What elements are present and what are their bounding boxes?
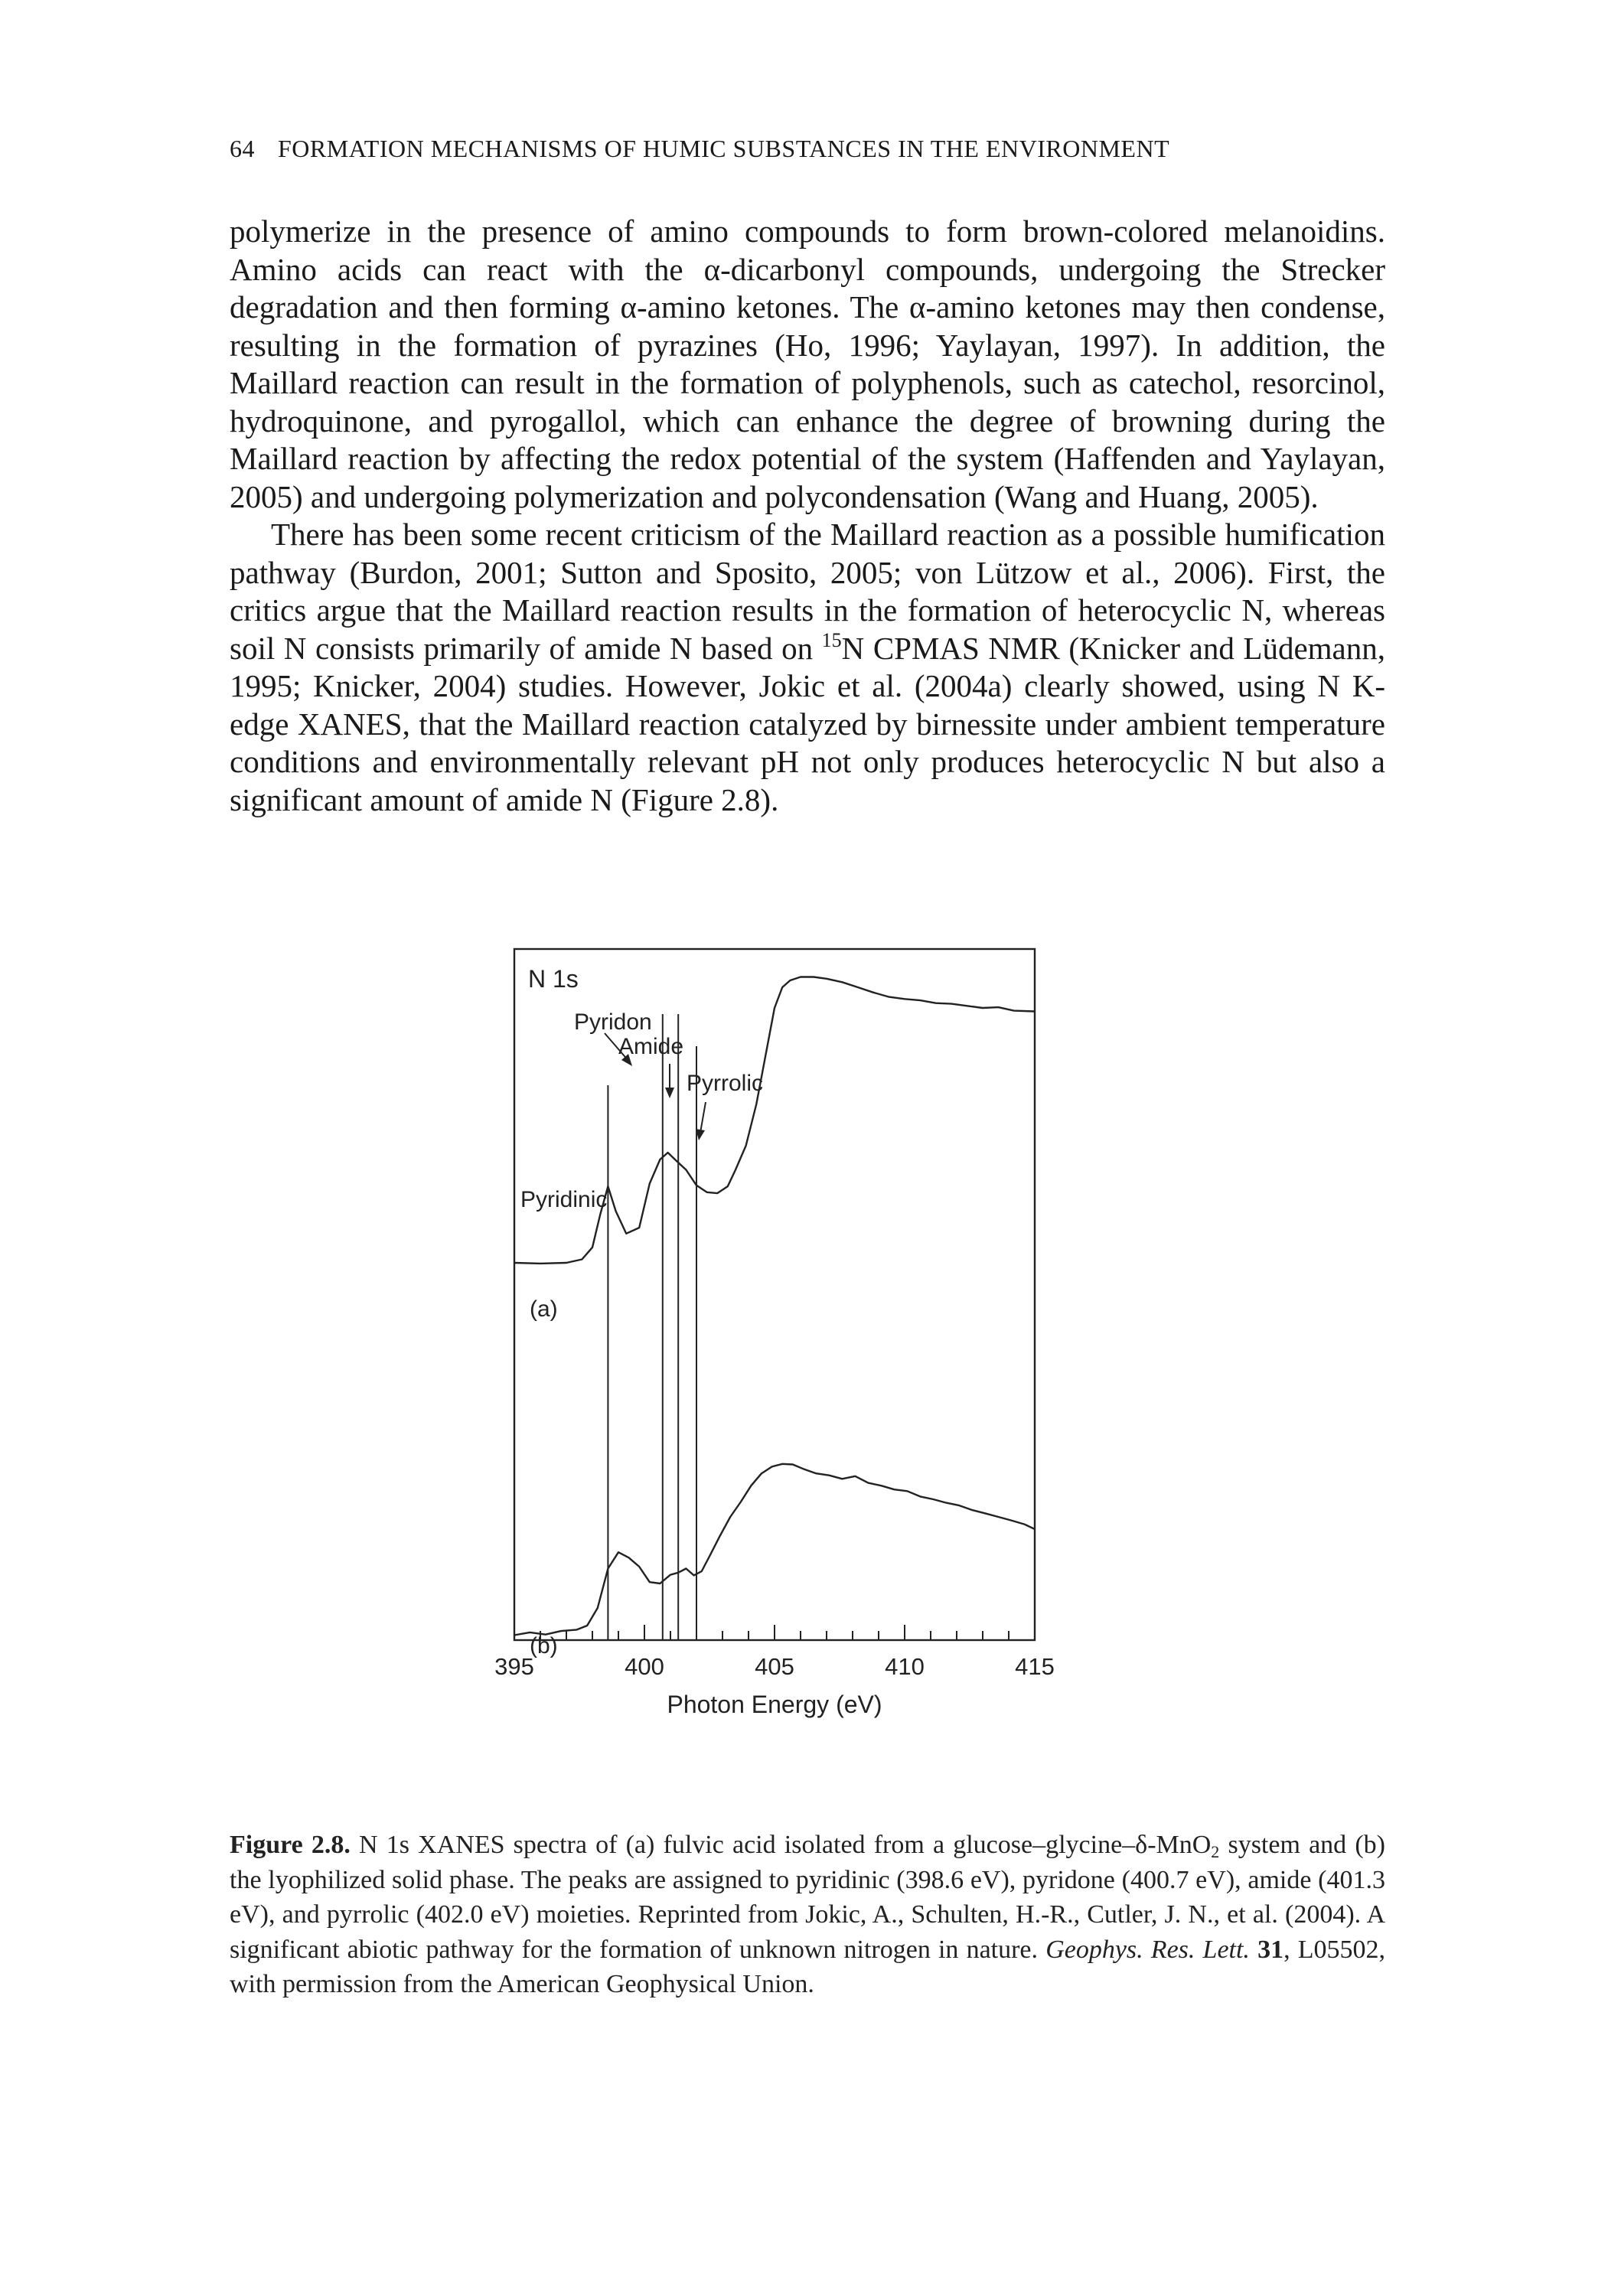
x-tick-label: 410 xyxy=(885,1653,925,1680)
paragraph-2-part-a: There has been some recent criticism of … xyxy=(230,517,1385,666)
isotope-superscript: 15 xyxy=(821,628,842,651)
x-axis-label: Photon Energy (eV) xyxy=(667,1691,882,1718)
running-title: FORMATION MECHANISMS OF HUMIC SUBSTANCES… xyxy=(278,135,1170,162)
paragraph-1: polymerize in the presence of amino comp… xyxy=(230,214,1385,514)
plot-frame xyxy=(513,947,1036,1642)
x-tick-label: 400 xyxy=(625,1653,664,1680)
x-tick-label: 415 xyxy=(1015,1653,1055,1680)
paragraph-2: There has been some recent criticism of … xyxy=(230,516,1385,819)
spectrum-a xyxy=(514,976,1036,1265)
page-number: 64 xyxy=(230,135,255,162)
caption-text-c: , L05502, with permission from the Ameri… xyxy=(230,1935,1386,1999)
caption-subscript: 2 xyxy=(1211,1842,1220,1861)
arrow-amide-head xyxy=(665,1088,674,1098)
caption-journal: Geophys. Res. Lett. xyxy=(1045,1935,1250,1964)
caption-label: Figure 2.8. xyxy=(230,1831,351,1859)
spectrum-b xyxy=(514,1463,1036,1636)
figure-caption: Figure 2.8. N 1s XANES spectra of (a) fu… xyxy=(230,1828,1385,2002)
arrow-pyrrolic-head xyxy=(696,1129,705,1140)
caption-text-a: N 1s XANES spectra of (a) fulvic acid is… xyxy=(350,1831,1212,1859)
body-text: polymerize in the presence of amino comp… xyxy=(230,213,1385,819)
series-label-b: (b) xyxy=(530,1633,558,1658)
x-tick-label: 395 xyxy=(494,1653,534,1680)
running-head: 64 FORMATION MECHANISMS OF HUMIC SUBSTANC… xyxy=(230,135,1385,163)
arrow-pyridon-head xyxy=(621,1054,632,1066)
caption-volume: 31 xyxy=(1257,1935,1284,1964)
arrow-pyrrolic-shaft xyxy=(700,1101,706,1133)
annotation-pyridon: Pyridon xyxy=(574,1009,652,1035)
arrow-pyridon-shaft xyxy=(604,1032,630,1062)
annotation-pyridinic: Pyridinic xyxy=(520,1187,607,1212)
caption-text-b: system and (b) the lyophilized solid pha… xyxy=(230,1831,1385,1964)
annotation-amide: Amide xyxy=(618,1034,683,1059)
paragraph-2-part-b: N CPMAS NMR (Knicker and Lüdemann, 1995;… xyxy=(230,630,1385,817)
chart-title: N 1s xyxy=(528,965,579,993)
series-label-a: (a) xyxy=(530,1296,558,1322)
annotation-pyrrolic: Pyrrolic xyxy=(687,1071,763,1096)
x-tick-label: 405 xyxy=(755,1653,794,1680)
